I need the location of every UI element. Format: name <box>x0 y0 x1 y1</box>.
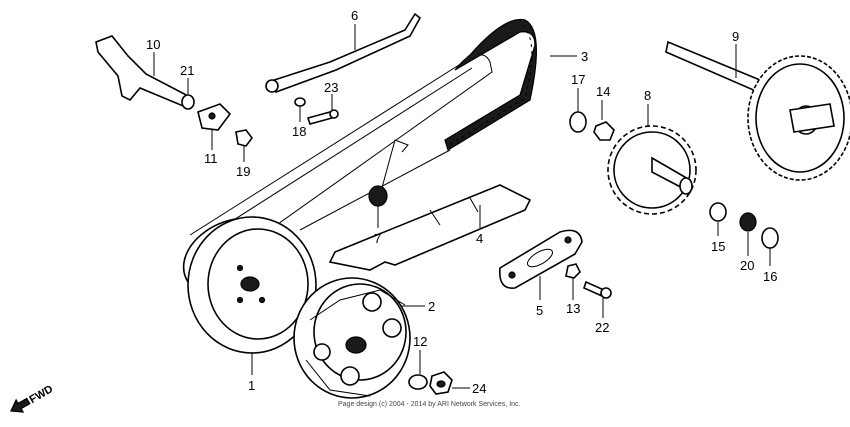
callout-20: 20 <box>740 258 754 273</box>
drive-chain <box>444 18 537 151</box>
tensioner-arm <box>265 12 422 93</box>
callouts: 1 2 3 4 5 6 7 8 9 10 11 12 13 14 15 16 1… <box>146 8 777 396</box>
callout-1: 1 <box>248 378 255 393</box>
callout-16: 16 <box>763 269 777 284</box>
callout-9: 9 <box>732 29 739 44</box>
callout-14: 14 <box>596 84 610 99</box>
leader-lines <box>153 24 771 389</box>
callout-3: 3 <box>581 49 588 64</box>
callout-8: 8 <box>644 88 651 103</box>
callout-2: 2 <box>428 299 435 314</box>
callout-11: 11 <box>204 151 218 166</box>
callout-5: 5 <box>536 303 543 318</box>
callout-10: 10 <box>146 37 160 52</box>
callout-4: 4 <box>476 231 483 246</box>
copyright-text: Page design (c) 2004 - 2014 by ARI Netwo… <box>338 401 521 408</box>
callout-17: 17 <box>571 72 585 87</box>
drive-pulley <box>182 216 317 354</box>
tensioner-slider <box>498 229 583 289</box>
callout-23: 23 <box>324 80 338 95</box>
callout-18: 18 <box>292 124 306 139</box>
final-gear-shaft <box>665 40 850 181</box>
callout-13: 13 <box>566 301 580 316</box>
callout-21: 21 <box>180 63 194 78</box>
fwd-label: FWD <box>28 383 56 406</box>
callout-12: 12 <box>413 334 427 349</box>
callout-7: 7 <box>374 231 381 246</box>
callout-15: 15 <box>711 239 725 254</box>
clutch-lever <box>95 35 194 110</box>
tensioner-spring <box>368 139 409 207</box>
callout-24: 24 <box>472 381 486 396</box>
sprocket <box>607 125 697 215</box>
callout-19: 19 <box>236 164 250 179</box>
callout-6: 6 <box>351 8 358 23</box>
cam-plate <box>197 103 232 131</box>
clutch-assembly <box>293 277 411 399</box>
fwd-indicator: FWD <box>10 383 56 413</box>
callout-22: 22 <box>595 320 609 335</box>
